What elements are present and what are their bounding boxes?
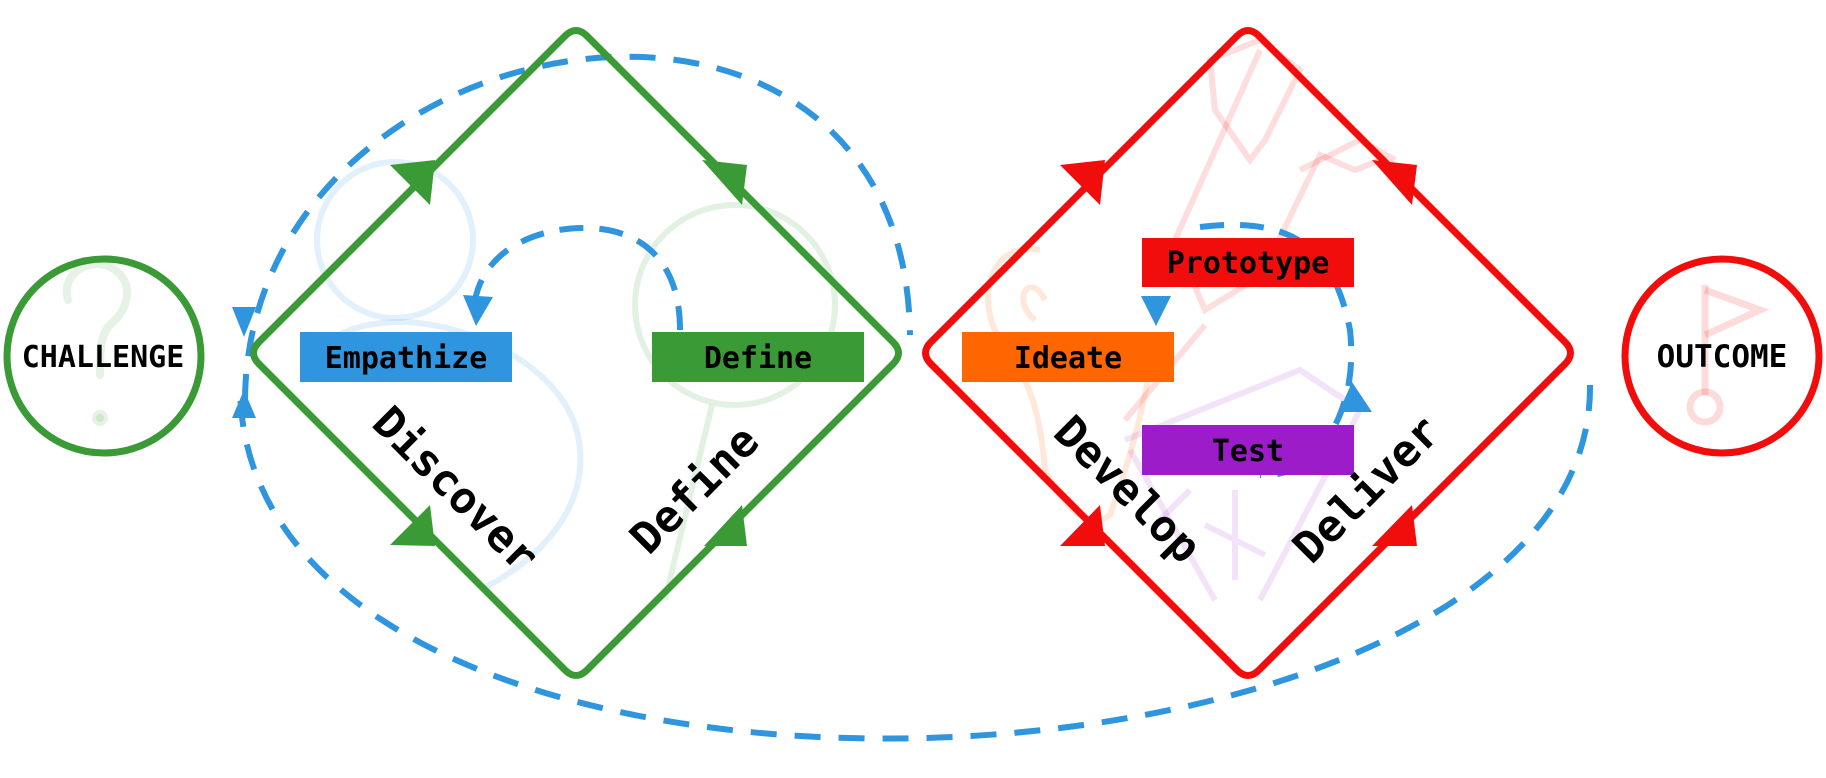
step-define-box [652,332,864,382]
challenge-label: CHALLENGE [22,340,185,375]
step-define: Define [652,332,864,382]
outcome-label: OUTCOME [1657,339,1788,375]
step-ideate-box [962,332,1174,382]
inner-loop-right-arrowhead-a [1141,296,1171,326]
outcome-circle [1621,255,1823,457]
outcome-node: OUTCOME [1621,255,1823,457]
inner-loop-left-arrowhead [463,295,493,326]
arrowhead-green-3 [390,505,435,546]
step-ideate-label: Ideate [1014,341,1122,376]
step-define-label: Define [704,341,812,376]
outer-loop-arrowhead-bottom [232,390,256,418]
question-icon [62,260,132,426]
inner-loop-left [472,224,683,331]
inner-loop-right [1199,221,1355,479]
step-empathize-box [300,332,512,382]
outer-iteration-loop [237,53,1594,742]
outer-loop-arrowhead-top [232,307,256,337]
arrowhead-green-2 [702,160,747,205]
step-test-box [1142,425,1354,475]
lightbulb-icon [985,245,1153,523]
step-test-label: Test [1212,434,1284,469]
diamond-develop-deliver [922,27,1574,679]
diamond-develop-deliver-outline [922,27,1574,679]
arrowhead-green-4 [704,505,747,546]
step-prototype: Prototype [1142,238,1354,287]
step-ideate: Ideate [962,332,1174,382]
arrowhead-green-1 [390,160,435,205]
arrowhead-red-4 [1372,505,1417,546]
diamond-discover-define-outline [250,27,902,679]
challenge-circle [3,255,205,457]
magnifier-icon [632,202,838,601]
step-empathize-label: Empathize [325,341,488,376]
step-prototype-box [1142,238,1354,287]
arrowhead-red-1 [1060,160,1105,205]
person-icon [302,159,584,593]
step-prototype-label: Prototype [1167,246,1330,281]
phase-define-label: Define [621,416,769,564]
challenge-node: CHALLENGE [3,255,205,457]
phase-discover-label: Discover [362,397,548,583]
arrowhead-red-3 [1060,505,1105,546]
diamond-discover-define [250,27,902,679]
step-empathize: Empathize [300,332,512,382]
flag-icon [1686,285,1770,426]
step-test: Test [1142,425,1354,475]
inner-loop-right-arrowhead-b [1339,382,1372,412]
arrowhead-red-2 [1372,160,1417,205]
background-icons [62,36,1770,602]
